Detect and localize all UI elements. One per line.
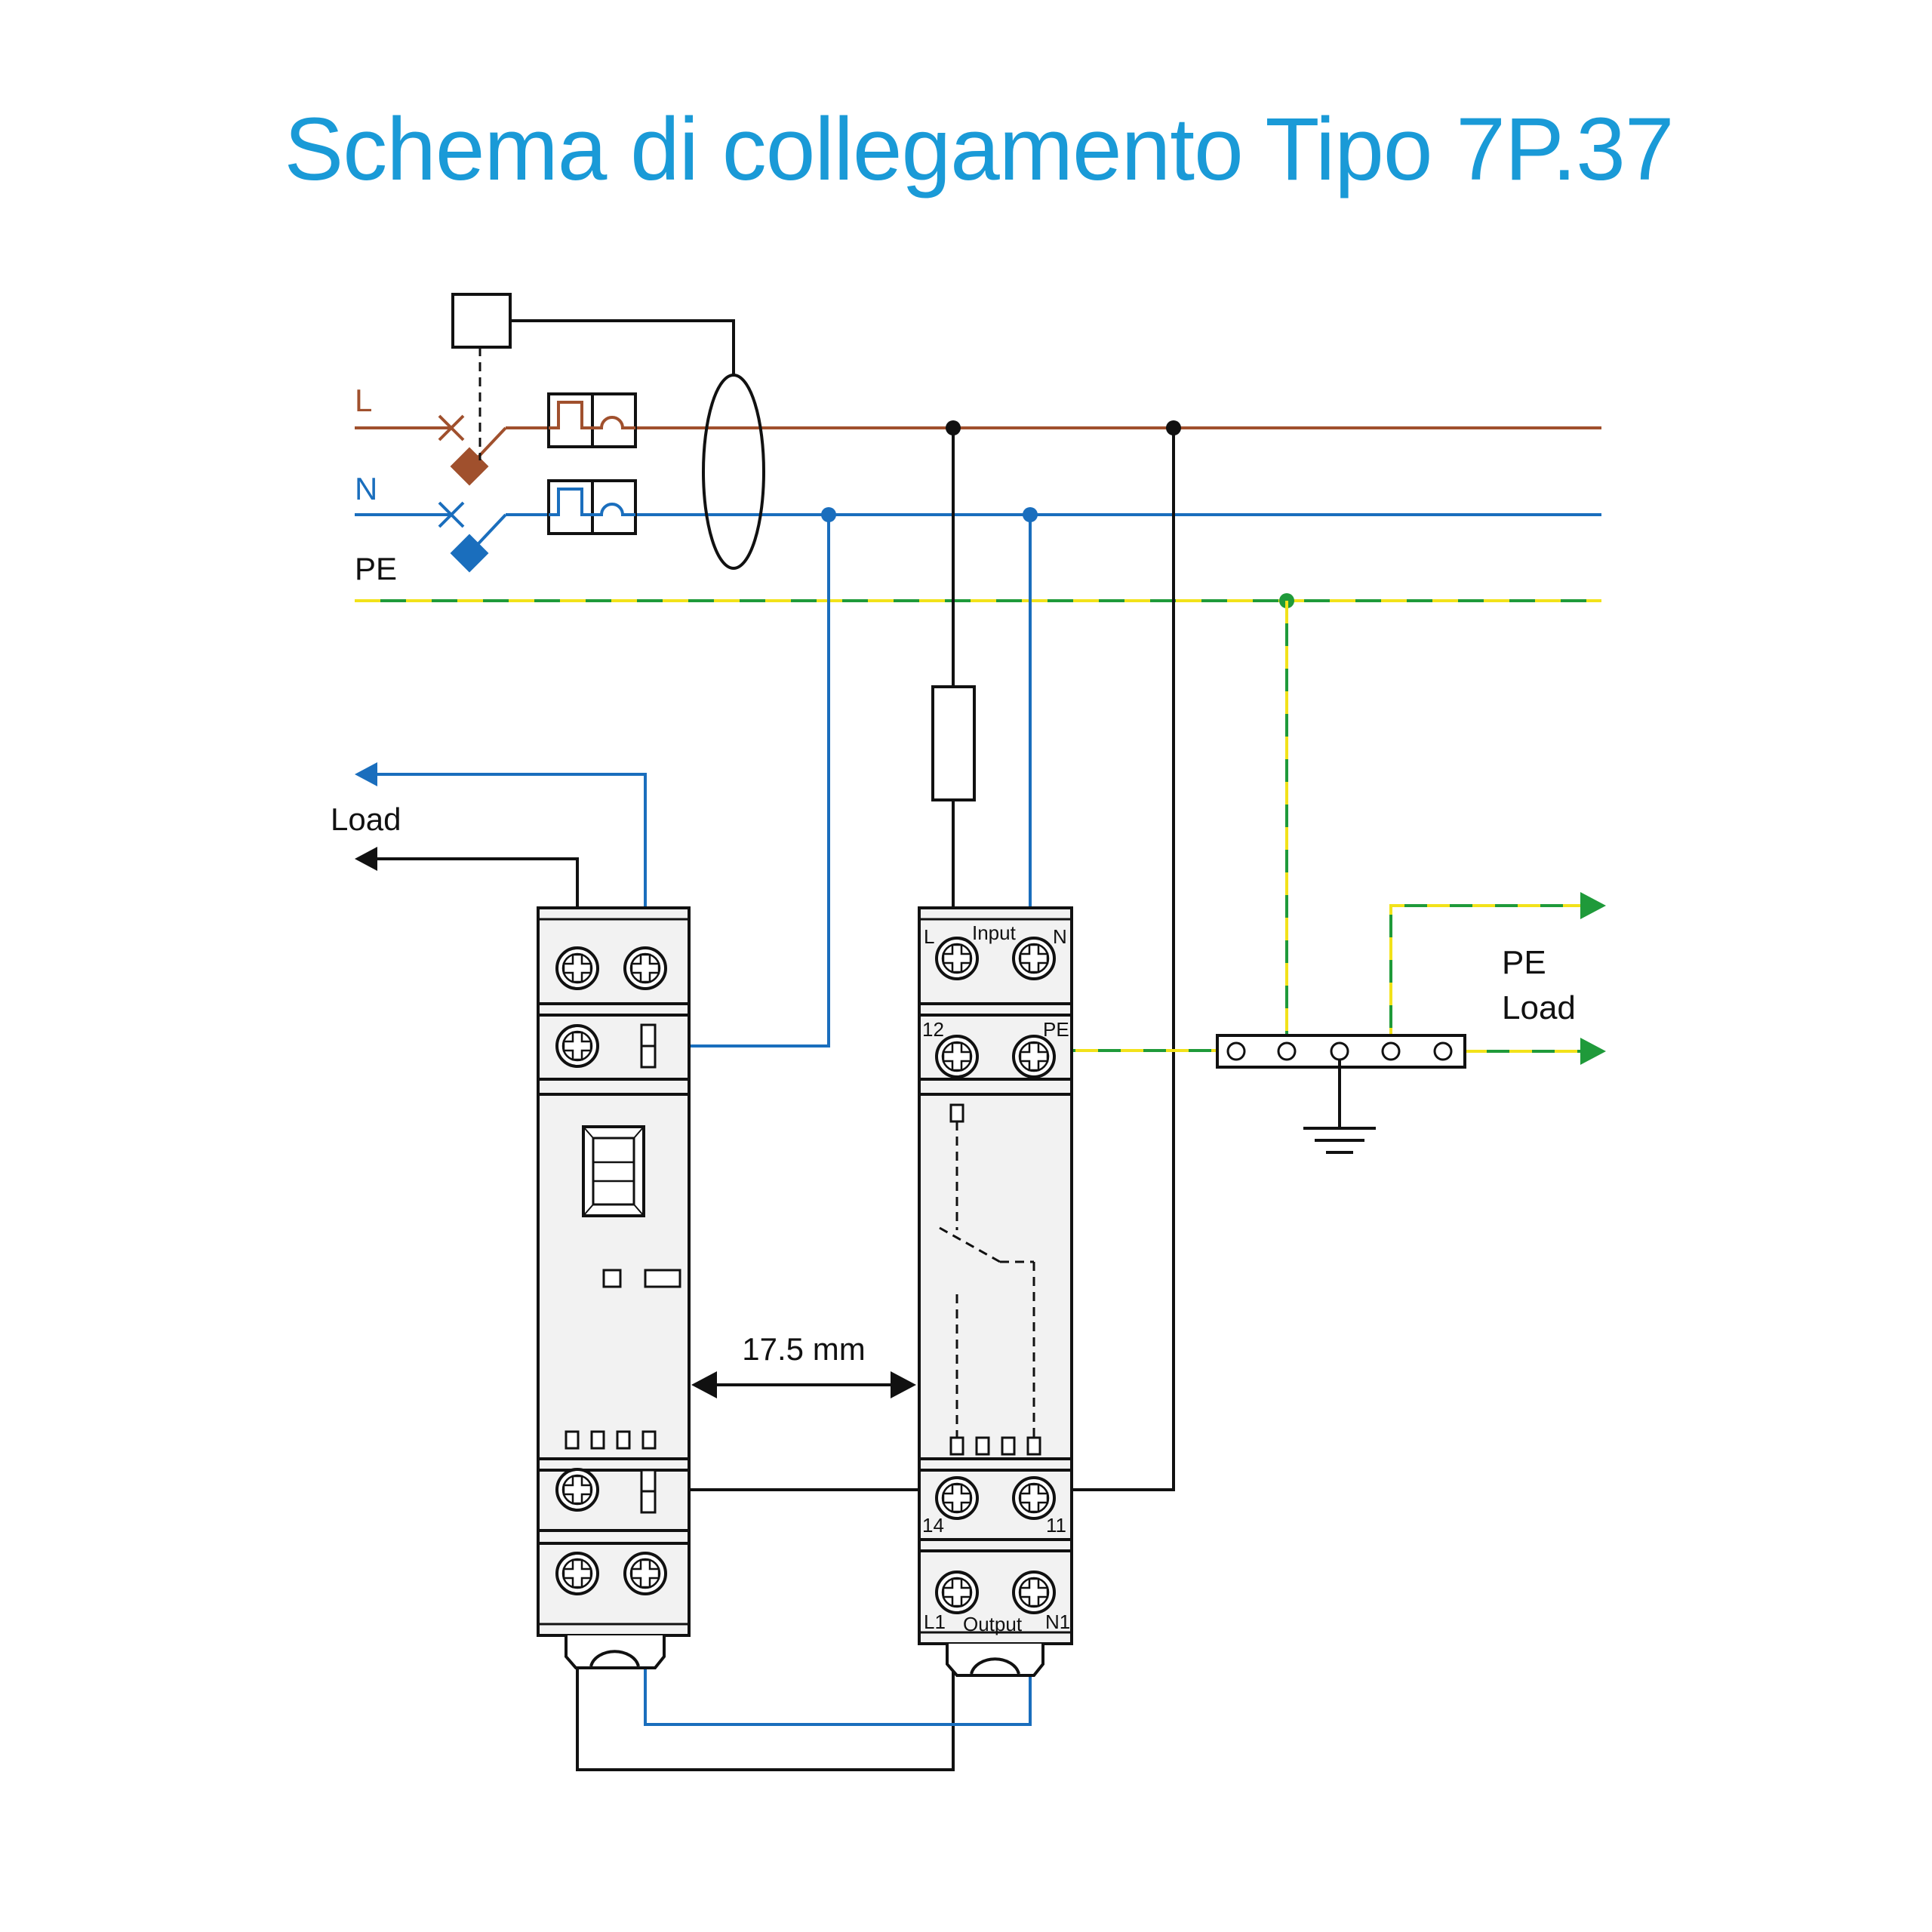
control-box [451,293,512,349]
pe-load-load-label: Load [1502,989,1576,1026]
input-label: Input [972,921,1017,944]
dimension-indicator: 17.5 mm [691,1331,916,1398]
terminal-label-12: 12 [922,1018,944,1041]
current-sensor-icon [702,374,765,570]
arrow-icon [1580,1038,1606,1065]
bus-label-PE: PE [355,551,397,586]
terminal-label-PE: PE [1043,1018,1069,1041]
terminal-label-L1: L1 [924,1611,946,1633]
bus-L: L [355,383,1601,486]
bus-label-L: L [355,383,372,418]
arrow-icon [355,847,377,871]
fuse-icon [931,685,976,801]
terminal-label-L: L [924,925,934,948]
arrow-icon [355,762,377,786]
right-device: L Input N 12 PE 14 11 L1 Output N1 [918,906,1073,1677]
dimension-label: 17.5 mm [742,1331,865,1367]
bus-PE: PE [355,551,1601,602]
output-label: Output [963,1613,1023,1635]
terminal-label-N1: N1 [1045,1611,1070,1633]
page-title: Schema di collegamento Tipo 7P.37 [285,100,1674,199]
ground-icon [1303,1060,1376,1154]
arrow-icon [1580,892,1606,919]
load-label-left: Load [331,801,401,837]
terminal-label-N: N [1053,925,1067,948]
bus-N: N [355,471,1601,573]
left-device [537,906,691,1669]
breaker-icon [547,392,637,535]
terminal-label-14: 14 [922,1514,944,1537]
bus-label-N: N [355,471,377,506]
pe-load-pe-label: PE [1502,944,1546,981]
terminal-label-11: 11 [1046,1514,1066,1537]
